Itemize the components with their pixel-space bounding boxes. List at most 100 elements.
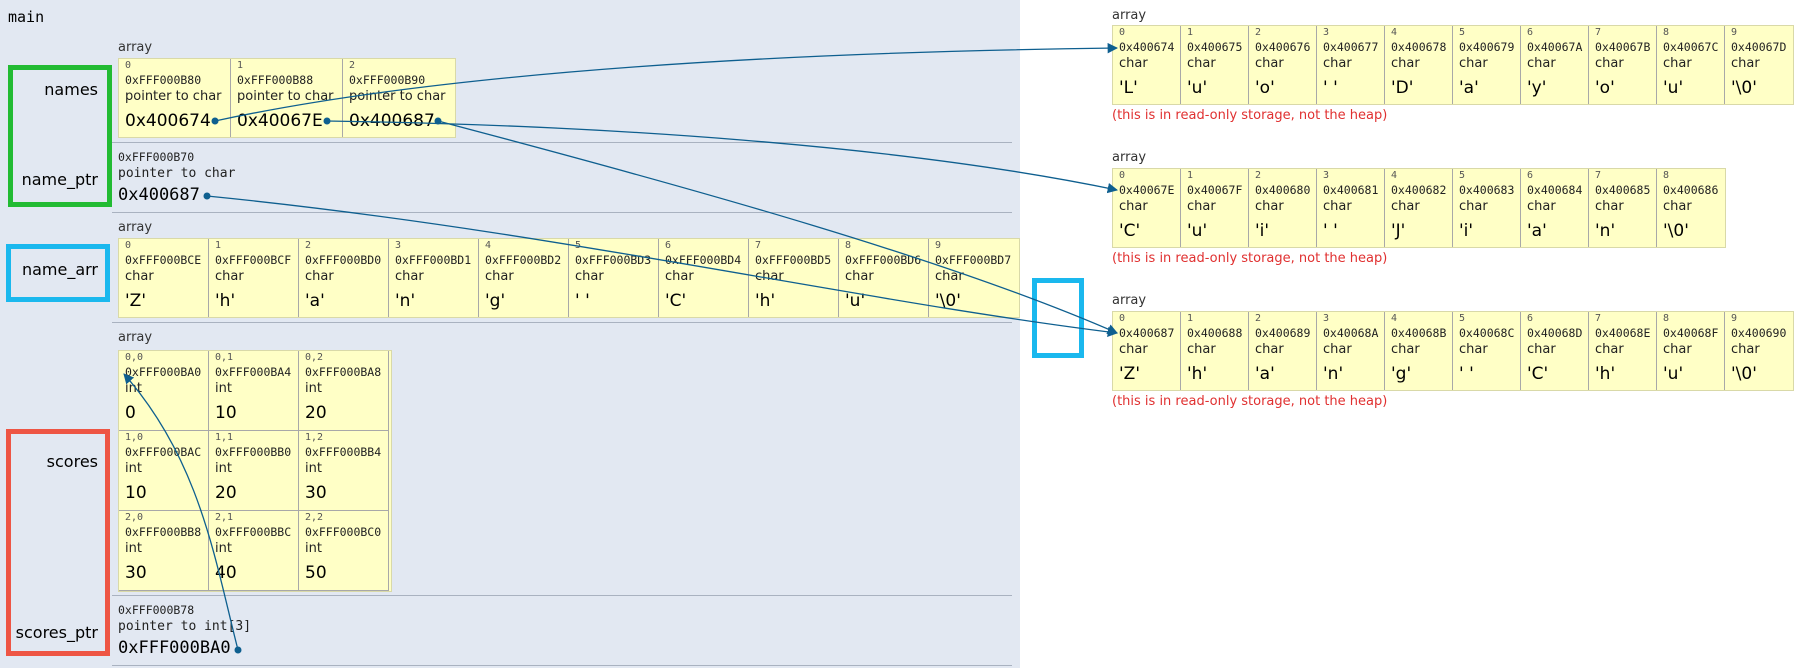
cell-value[interactable]: 'y' bbox=[1527, 78, 1547, 98]
cell-index: 5 bbox=[1459, 170, 1466, 181]
cell-index: 1 bbox=[1187, 27, 1194, 38]
cell-address: 0x40068E bbox=[1595, 326, 1651, 340]
cell-address: 0xFFF000BAC bbox=[125, 445, 202, 459]
cell-value[interactable]: 0x400674 bbox=[125, 111, 211, 131]
cell-value[interactable]: 'g' bbox=[1391, 364, 1412, 384]
var-label-names: names bbox=[44, 80, 98, 99]
row-separator bbox=[112, 322, 1012, 323]
scores-ptr-value[interactable]: 0xFFF000BA0 bbox=[118, 638, 231, 658]
cell-value[interactable]: '\0' bbox=[935, 291, 961, 311]
cell-type: char bbox=[1459, 56, 1488, 71]
cell-index: 6 bbox=[665, 240, 672, 251]
cell-value[interactable]: 'o' bbox=[1255, 78, 1275, 98]
cell-address: 0xFFF000BA4 bbox=[215, 365, 292, 379]
cell-address: 0x400678 bbox=[1391, 40, 1447, 54]
cell-type: char bbox=[1731, 342, 1760, 357]
cell-address: 0x400685 bbox=[1595, 183, 1651, 197]
cell-value[interactable]: 0x40067E bbox=[237, 111, 323, 131]
cell-value[interactable]: 'n' bbox=[395, 291, 416, 311]
cell-value[interactable]: '\0' bbox=[1731, 78, 1757, 98]
cell-value[interactable]: 0x400687 bbox=[349, 111, 435, 131]
cell-index: 5 bbox=[575, 240, 582, 251]
cell-address: 0x400689 bbox=[1255, 326, 1311, 340]
cell-value[interactable]: 'u' bbox=[1663, 78, 1684, 98]
cell-value[interactable]: 20 bbox=[305, 403, 327, 423]
cell-value[interactable]: 10 bbox=[125, 483, 147, 503]
cell-value[interactable]: 'a' bbox=[1255, 364, 1275, 384]
cell-value[interactable]: 'n' bbox=[1595, 221, 1616, 241]
cell-address: 0x40068A bbox=[1323, 326, 1379, 340]
cell-value[interactable]: 'u' bbox=[1187, 221, 1208, 241]
cell-value[interactable]: ' ' bbox=[1323, 78, 1338, 98]
cell-value[interactable]: 20 bbox=[215, 483, 237, 503]
cell-value[interactable]: 'L' bbox=[1119, 78, 1138, 98]
cell-value[interactable]: 'u' bbox=[1663, 364, 1684, 384]
cell-value[interactable]: ' ' bbox=[575, 291, 590, 311]
cell-value[interactable]: 30 bbox=[125, 563, 147, 583]
scores-ptr-address: 0xFFF000B78 bbox=[118, 603, 195, 617]
cell-value[interactable]: 'o' bbox=[1595, 78, 1615, 98]
cell-index: 0,0 bbox=[125, 352, 144, 363]
cell-value[interactable]: 'u' bbox=[845, 291, 866, 311]
cell-value[interactable]: 'h' bbox=[755, 291, 776, 311]
cell-value[interactable]: 'D' bbox=[1391, 78, 1414, 98]
cell-type: char bbox=[1119, 199, 1148, 214]
cell-index: 7 bbox=[1595, 27, 1602, 38]
cell-value[interactable]: 'a' bbox=[305, 291, 325, 311]
cell-value[interactable]: 10 bbox=[215, 403, 237, 423]
cell-value[interactable]: '\0' bbox=[1663, 221, 1689, 241]
cell-value[interactable]: 'i' bbox=[1255, 221, 1270, 241]
cell-value[interactable]: 'Z' bbox=[125, 291, 146, 311]
cell-type: char bbox=[1527, 56, 1556, 71]
cell-type: char bbox=[1323, 342, 1352, 357]
cell-type: int bbox=[305, 541, 322, 556]
cell-value[interactable]: 30 bbox=[305, 483, 327, 503]
cell-type: char bbox=[1391, 342, 1420, 357]
cell-value[interactable]: 'Z' bbox=[1119, 364, 1140, 384]
cell-value[interactable]: 0 bbox=[125, 403, 136, 423]
cell-value[interactable]: 'h' bbox=[215, 291, 236, 311]
cell-value[interactable]: 'u' bbox=[1187, 78, 1208, 98]
var-label-name-arr: name_arr bbox=[21, 260, 98, 279]
cell-address: 0x400674 bbox=[1119, 40, 1175, 54]
cell-value[interactable]: 'h' bbox=[1595, 364, 1616, 384]
name-ptr-value[interactable]: 0x400687 bbox=[118, 185, 200, 205]
cell-value[interactable]: '\0' bbox=[1731, 364, 1757, 384]
cell-address: 0x400677 bbox=[1323, 40, 1379, 54]
cell-type: char bbox=[1187, 56, 1216, 71]
cell-value[interactable]: 'i' bbox=[1459, 221, 1474, 241]
cell-value[interactable]: 50 bbox=[305, 563, 327, 583]
cell-type: char bbox=[1391, 199, 1420, 214]
cell-address: 0x40068F bbox=[1663, 326, 1719, 340]
cell-value[interactable]: 'C' bbox=[1527, 364, 1549, 384]
cell-value[interactable]: 'J' bbox=[1391, 221, 1406, 241]
cell-value[interactable]: 'a' bbox=[1527, 221, 1547, 241]
cell-value[interactable]: 'a' bbox=[1459, 78, 1479, 98]
cell-index: 2 bbox=[1255, 170, 1262, 181]
cell-value[interactable]: ' ' bbox=[1323, 221, 1338, 241]
cell-value[interactable]: 'g' bbox=[485, 291, 506, 311]
highlight-box-blue bbox=[6, 244, 110, 302]
cell-value[interactable]: 40 bbox=[215, 563, 237, 583]
cell-value[interactable]: ' ' bbox=[1459, 364, 1474, 384]
cell-address: 0xFFF000BD0 bbox=[305, 253, 382, 267]
cell-value[interactable]: 'C' bbox=[665, 291, 687, 311]
cell-type: char bbox=[845, 269, 874, 284]
cell-value[interactable]: 'h' bbox=[1187, 364, 1208, 384]
cell-type: pointer to char bbox=[237, 89, 334, 104]
cell-value[interactable]: 'C' bbox=[1119, 221, 1141, 241]
cell-value[interactable]: 'n' bbox=[1323, 364, 1344, 384]
var-label-name-ptr: name_ptr bbox=[21, 170, 98, 189]
